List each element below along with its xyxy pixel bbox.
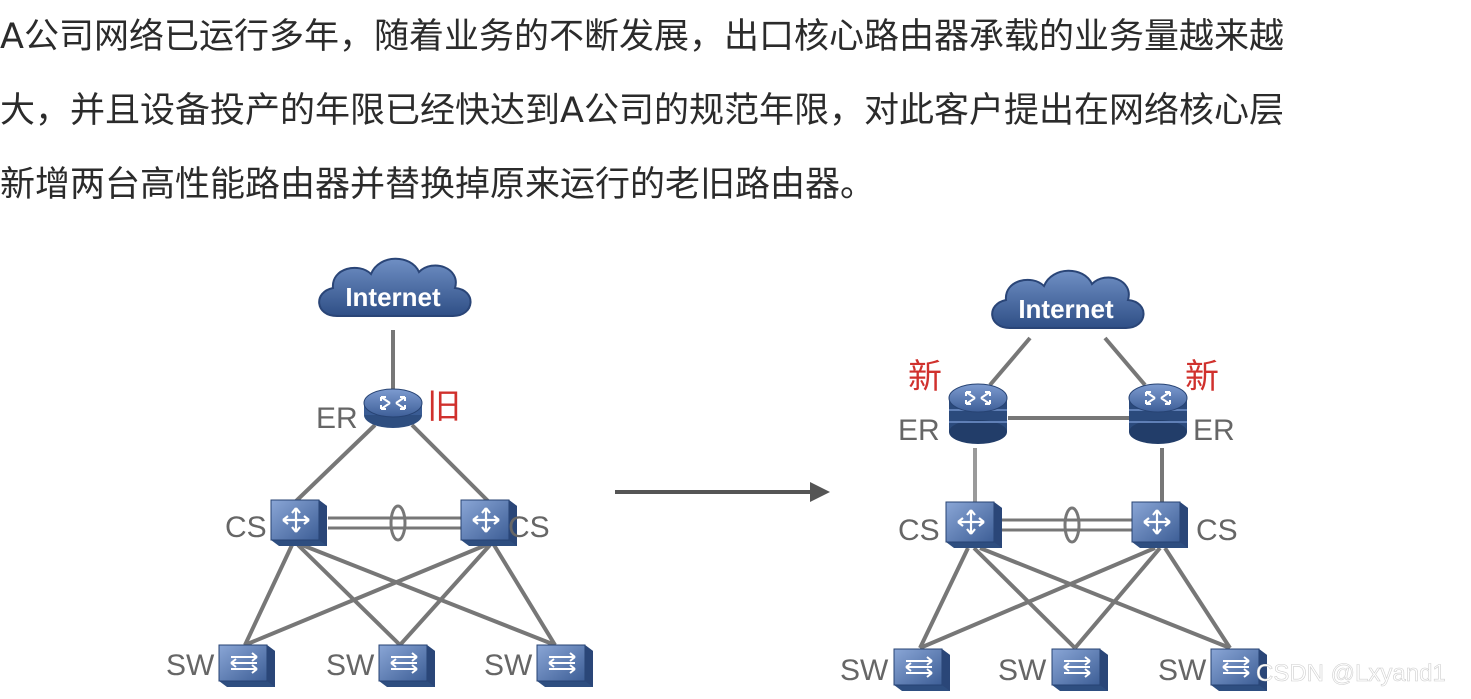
right-er1-label: ER xyxy=(898,414,940,447)
right-cs2-label: CS xyxy=(1196,514,1238,547)
transition-arrow-icon xyxy=(615,482,830,502)
right-cloud-label: Internet xyxy=(1018,294,1114,324)
left-sw2-switch-icon xyxy=(378,644,436,688)
left-sw3-label: SW xyxy=(484,649,533,682)
link-cs2-sw2 xyxy=(398,543,492,647)
intro-line-2: 大，并且设备投产的年限已经快达到A公司的规范年限，对此客户提出在网络核心层 xyxy=(0,91,1284,131)
link-cs2-sw1 xyxy=(919,546,1156,650)
intro-line-1: A公司网络已运行多年，随着业务的不断发展，出口核心路由器承载的业务量越来越 xyxy=(0,17,1284,57)
link-cs1-sw2 xyxy=(972,546,1077,650)
left-topology: Internet ER 旧 CS CS SW SW SW xyxy=(166,257,594,688)
link-cs2-sw3 xyxy=(492,543,557,647)
right-sw3-label: SW xyxy=(1158,654,1207,687)
left-sw3-switch-icon xyxy=(536,644,594,688)
right-er1-router-icon xyxy=(948,383,1008,445)
link-cs2-sw3 xyxy=(1163,546,1232,650)
link-cs2-sw1 xyxy=(244,543,487,647)
right-cs1-switch-icon xyxy=(944,500,1004,550)
right-sw1-switch-icon xyxy=(893,648,951,692)
left-sw2-label: SW xyxy=(326,649,375,682)
link-cs1-sw1 xyxy=(243,544,294,646)
link-er-cs-right xyxy=(410,423,494,507)
right-cs1-label: CS xyxy=(898,514,940,547)
left-old-tag: 旧 xyxy=(427,387,461,427)
link-cs1-sw1 xyxy=(918,547,970,649)
link-cs1-sw3 xyxy=(301,543,556,647)
link-er-cs-left xyxy=(290,423,377,507)
link-cs1-sw3 xyxy=(979,546,1231,650)
watermark: CSDN @Lxyand1 xyxy=(1256,660,1446,687)
link-internet-er1 xyxy=(988,336,1032,387)
right-links xyxy=(918,336,1232,650)
left-cs1-switch-icon xyxy=(269,498,329,548)
right-topology: Internet 新 新 ER ER CS CS SW SW SW xyxy=(840,269,1268,692)
link-cs2-sw2 xyxy=(1073,546,1162,650)
right-sw2-label: SW xyxy=(998,654,1047,687)
right-sw1-label: SW xyxy=(840,654,889,687)
left-sw1-switch-icon xyxy=(218,644,276,688)
right-cs-trunk xyxy=(1002,506,1135,544)
right-cs2-switch-icon xyxy=(1130,500,1190,550)
right-new-tag-right: 新 xyxy=(1185,357,1219,397)
left-links xyxy=(243,330,557,647)
right-er2-label: ER xyxy=(1193,414,1235,447)
intro-paragraph: A公司网络已运行多年，随着业务的不断发展，出口核心路由器承载的业务量越来越 大，… xyxy=(0,0,1471,222)
right-internet-cloud: Internet xyxy=(991,269,1145,329)
left-cs2-label: CS xyxy=(508,511,550,544)
link-internet-er2 xyxy=(1103,336,1147,387)
right-sw2-switch-icon xyxy=(1051,648,1109,692)
left-cloud-label: Internet xyxy=(345,282,441,312)
left-cs1-label: CS xyxy=(225,511,267,544)
left-cs-trunk xyxy=(328,504,462,542)
left-internet-cloud: Internet xyxy=(318,257,472,317)
left-er-router-icon xyxy=(363,388,423,429)
right-er2-router-icon xyxy=(1128,383,1188,445)
link-aggregation-icon xyxy=(389,504,407,542)
link-cs1-sw2 xyxy=(296,543,402,647)
left-sw1-label: SW xyxy=(166,649,215,682)
left-er-label: ER xyxy=(316,402,358,435)
right-new-tag-left: 新 xyxy=(908,357,942,397)
link-aggregation-icon xyxy=(1063,506,1081,544)
intro-line-3: 新增两台高性能路由器并替换掉原来运行的老旧路由器。 xyxy=(0,165,876,205)
